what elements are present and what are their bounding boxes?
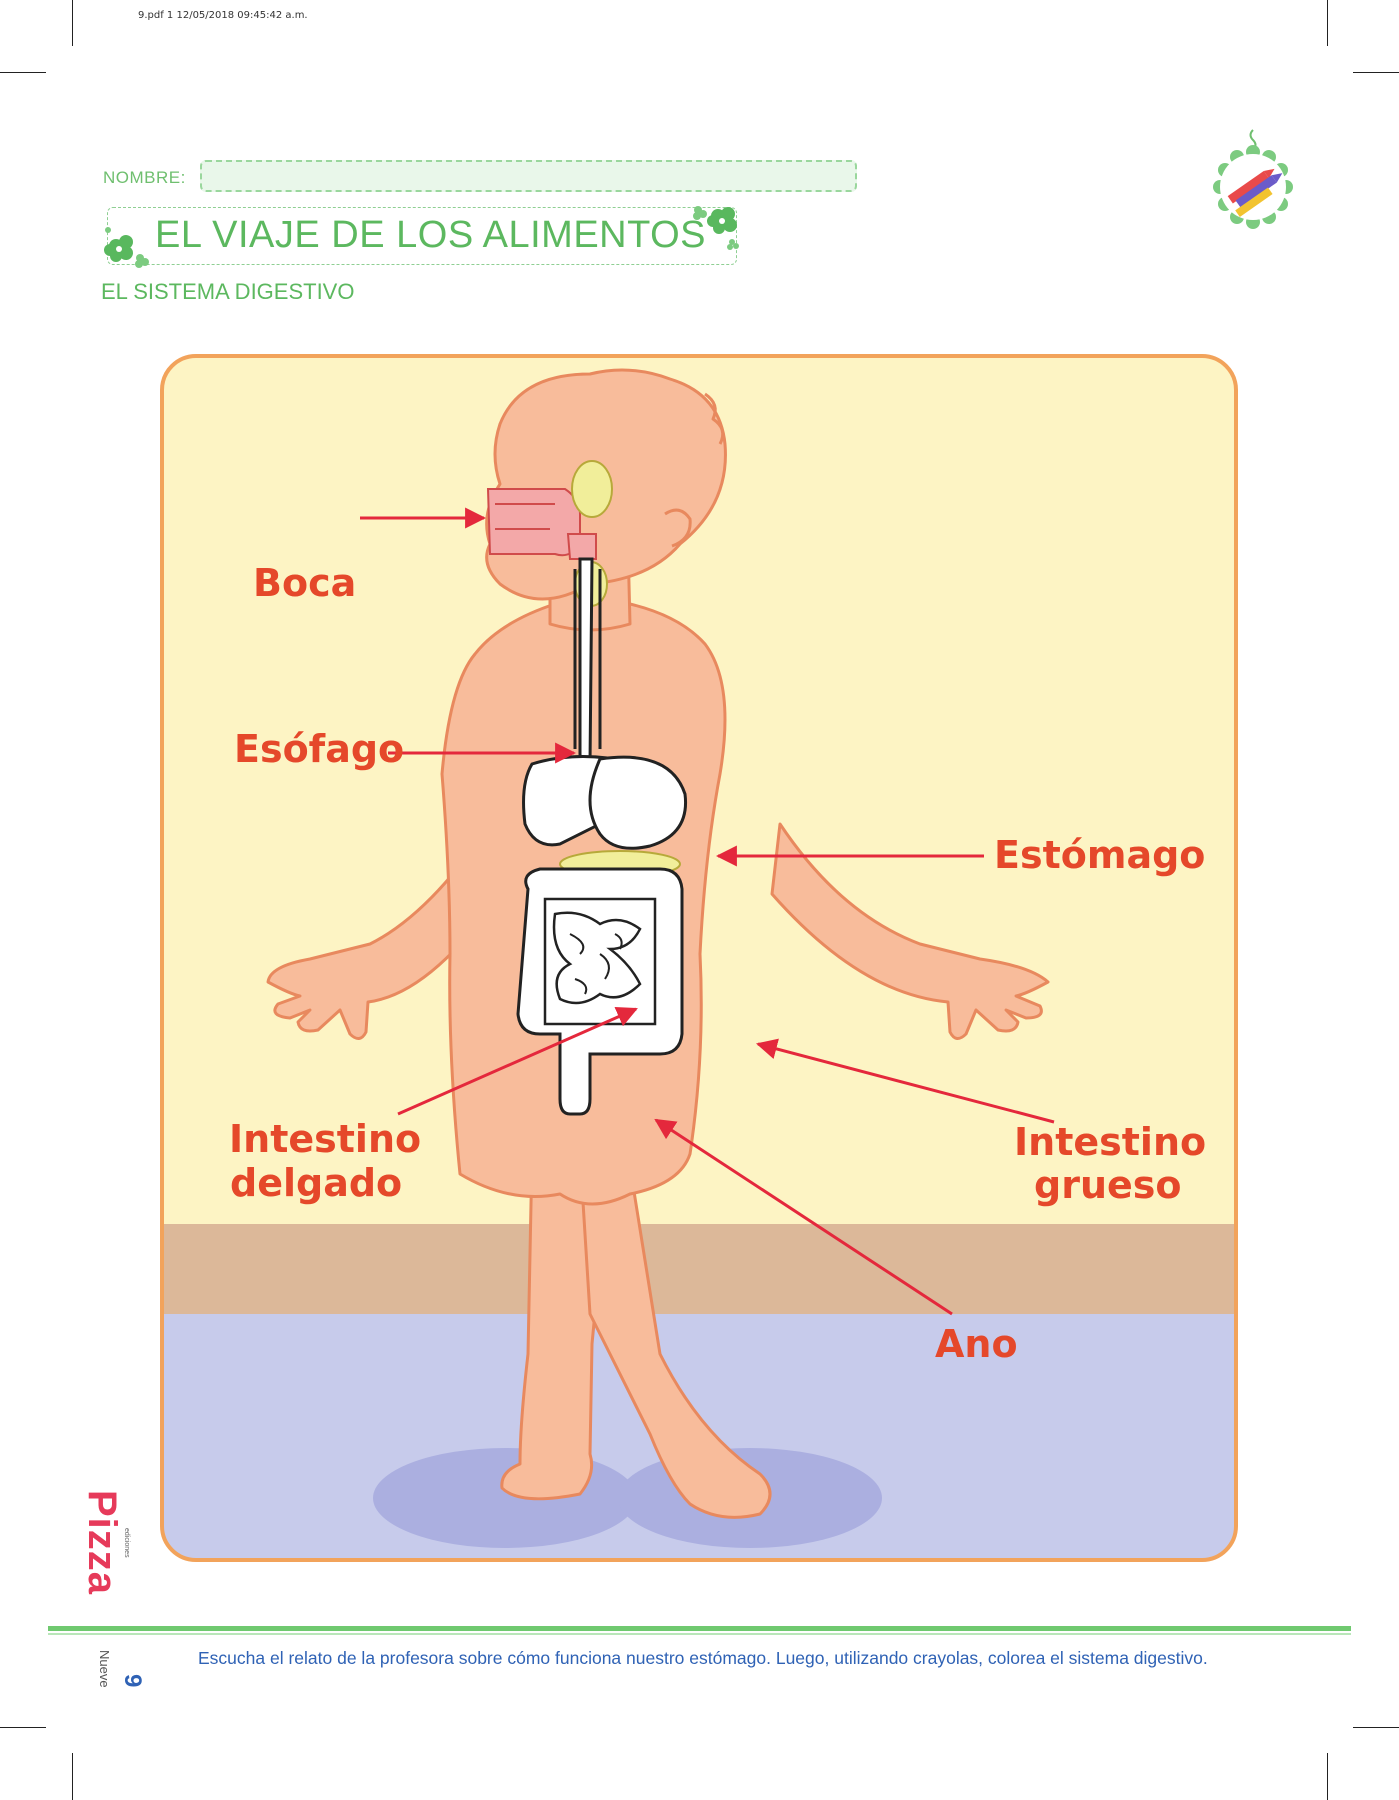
footer-divider: [48, 1626, 1351, 1631]
crop-mark: [1353, 1727, 1399, 1728]
crop-mark: [72, 1753, 73, 1800]
label-intestino-delgado-line2: delgado: [230, 1161, 403, 1205]
crop-mark: [1353, 72, 1399, 73]
crop-mark: [1327, 1753, 1328, 1800]
crop-mark: [0, 72, 46, 73]
footer-divider-light: [48, 1633, 1351, 1635]
arrow-intestino-delgado: [397, 1007, 638, 1116]
label-intestino-delgado-line1: Intestino: [229, 1117, 422, 1161]
arrow-intestino-grueso: [755, 1038, 1055, 1124]
publisher-logo-subtext: ediciones: [123, 1528, 130, 1558]
small-intestine-loops: [569, 933, 623, 995]
name-field[interactable]: [200, 160, 857, 192]
flower-decoration-left: [104, 227, 149, 268]
crop-mark: [72, 0, 73, 46]
digestive-system-illustration: [160, 354, 1238, 1562]
floor-shadow: [373, 1448, 637, 1548]
instruction-text: Escucha el relato de la profesora sobre …: [198, 1648, 1208, 1668]
esophagus: [578, 557, 594, 766]
label-boca: Boca: [253, 561, 357, 605]
flower-decoration-right: [693, 206, 739, 250]
esophagus-tube: [573, 569, 602, 749]
page-number-word: Nueve: [97, 1650, 112, 1688]
scene-frame: [160, 354, 1238, 1562]
publisher-logo: Pizza: [80, 1490, 124, 1596]
label-estomago: Estómago: [994, 833, 1206, 877]
page-subtitle: EL SISTEMA DIGESTIVO: [101, 279, 355, 304]
label-ano: Ano: [935, 1322, 1018, 1366]
title-frame: [107, 207, 737, 265]
arrow-ano: [654, 1118, 953, 1316]
page-number: 9: [119, 1674, 146, 1688]
label-intestino-grueso-line2: grueso: [1034, 1163, 1182, 1207]
name-label: NOMBRE:: [103, 168, 186, 187]
stomach: [588, 755, 688, 850]
label-intestino-grueso-line1: Intestino: [1014, 1120, 1207, 1164]
crayon-badge-icon: [1213, 129, 1293, 229]
salivary-gland: [571, 460, 613, 518]
label-esofago: Esófago: [234, 727, 405, 771]
background-baseboard: [162, 1224, 1236, 1314]
page-title: EL VIAJE DE LOS ALIMENTOS: [155, 214, 707, 256]
crop-mark: [1327, 0, 1328, 46]
crop-mark: [0, 1727, 46, 1728]
file-info: 9.pdf 1 12/05/2018 09:45:42 a.m.: [138, 10, 308, 21]
